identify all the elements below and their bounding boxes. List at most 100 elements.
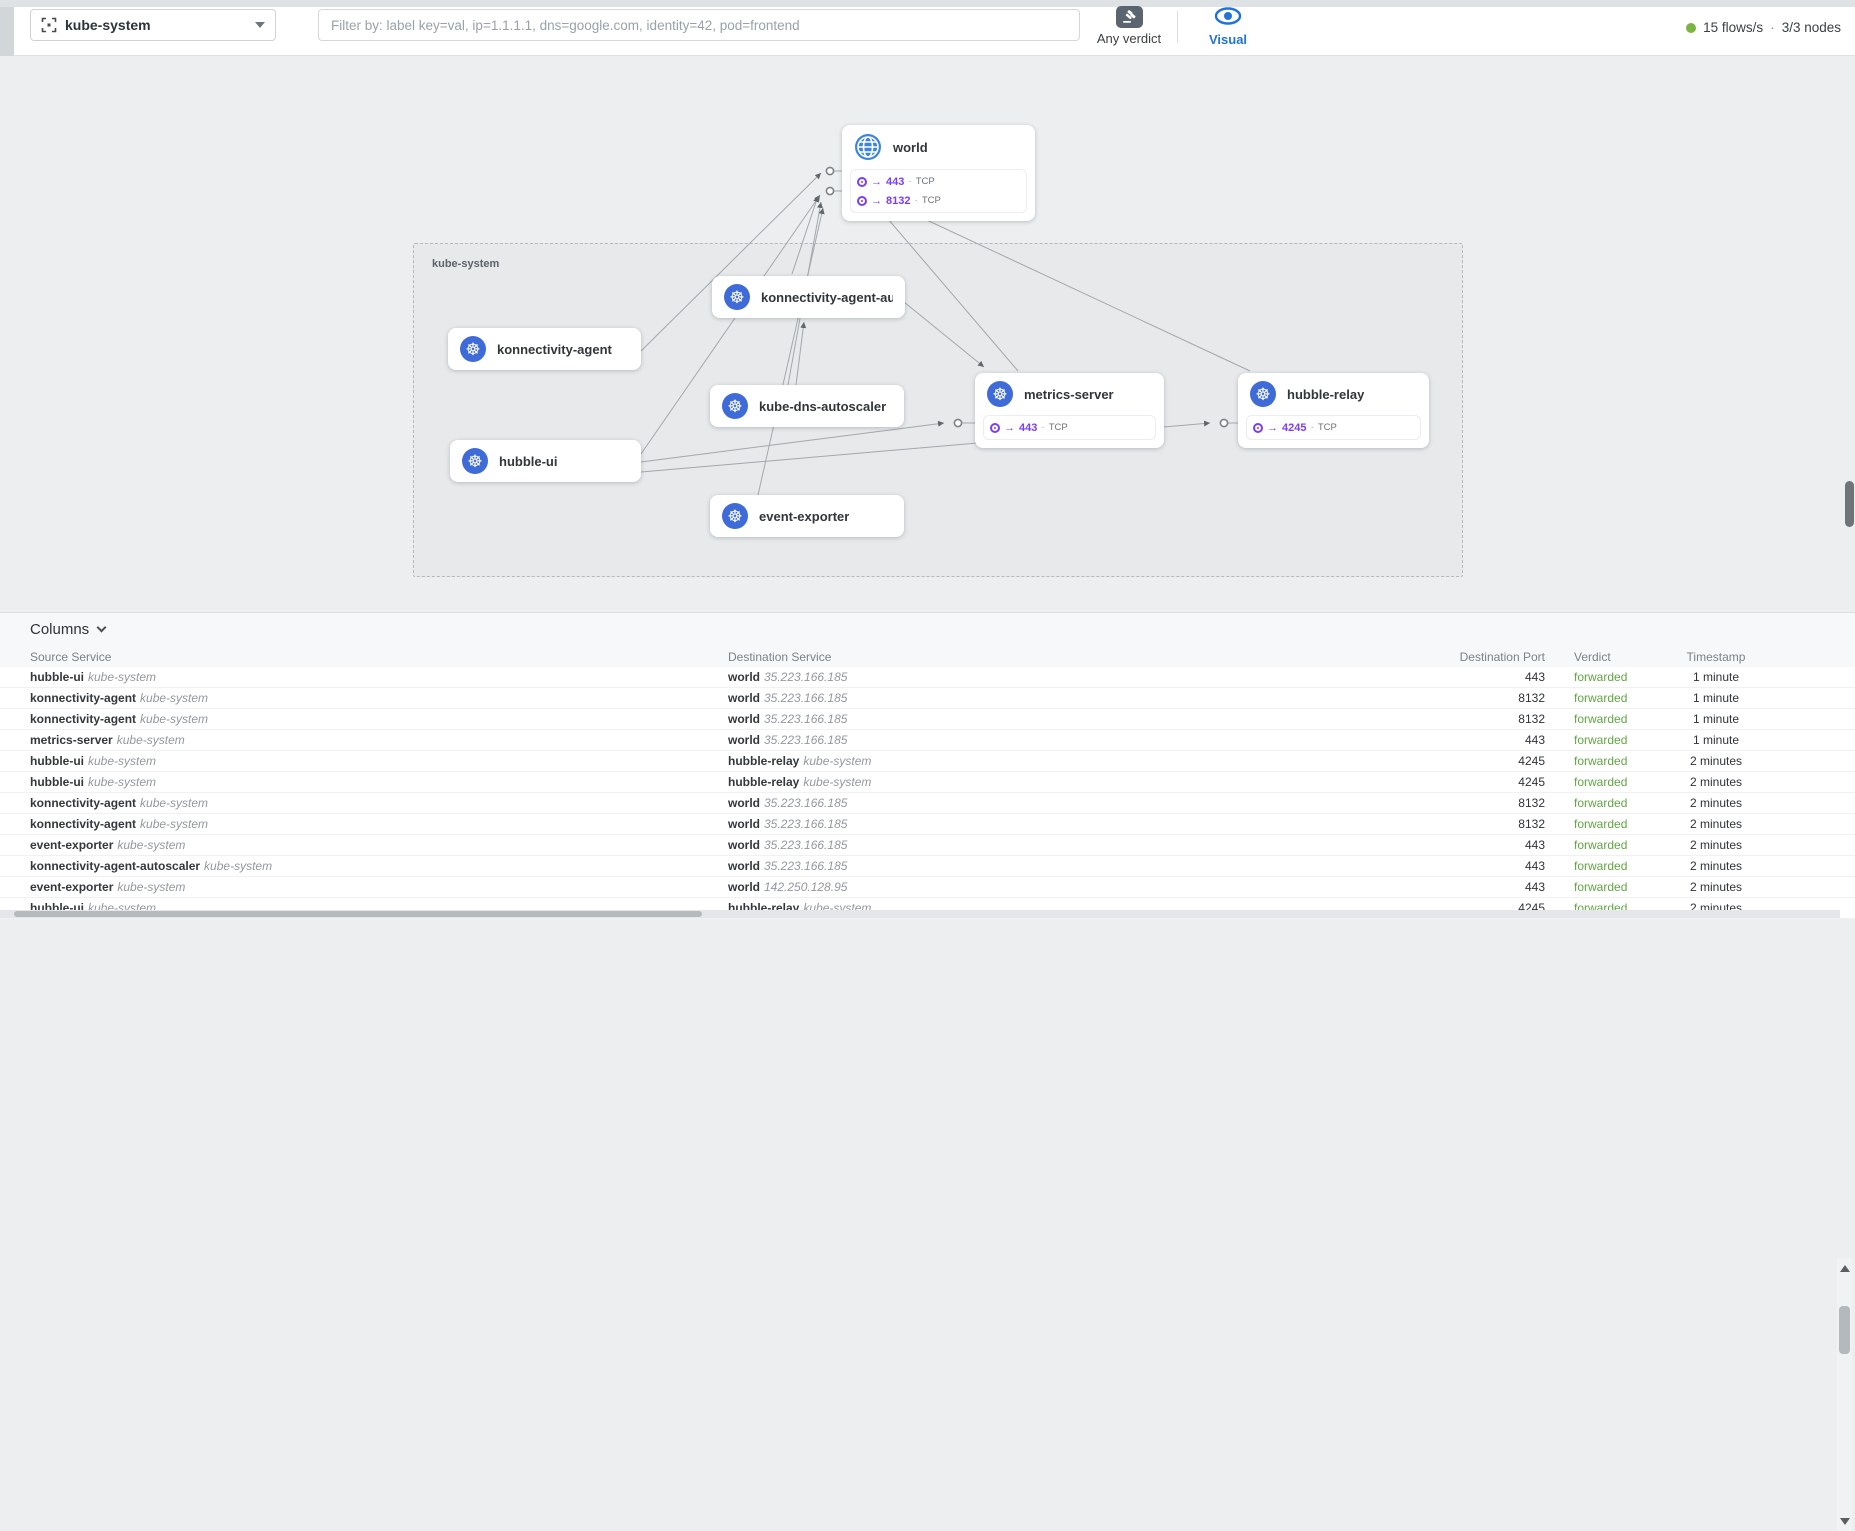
service-map: kube-system <box>0 56 1855 612</box>
node-world[interactable]: world → 443 · TCP → 8132 · TCP <box>842 125 1035 221</box>
node-title: hubble-relay <box>1287 386 1365 402</box>
node-title: konnectivity-agent-autosc… <box>761 289 893 305</box>
port-row[interactable]: → 443 · TCP <box>990 418 1149 437</box>
horizontal-scrollbar-thumb[interactable] <box>14 911 702 917</box>
endpoint-icon <box>990 422 1000 433</box>
eye-icon <box>1214 7 1242 25</box>
cell-port: 443 <box>1524 733 1545 747</box>
header-source-service: Source Service <box>30 649 112 664</box>
flows-table-header: Source Service Destination Service Desti… <box>0 646 1855 667</box>
visual-view-button[interactable]: Visual <box>1198 6 1258 47</box>
port-separator: · <box>1310 422 1314 433</box>
cell-timestamp: 1 minute <box>1692 733 1740 747</box>
node-kube-dns-autoscaler[interactable]: ☸ kube-dns-autoscaler <box>710 385 904 427</box>
cell-timestamp: 1 minute <box>1692 712 1740 726</box>
node-title: world <box>893 139 928 155</box>
window-edge <box>0 7 14 56</box>
verdict-filter-label: Any verdict <box>1096 31 1162 46</box>
cell-timestamp: 1 minute <box>1692 691 1740 705</box>
nodes-status: 3/3 nodes <box>1781 20 1841 35</box>
namespace-select[interactable]: kube-system <box>30 9 276 41</box>
cell-port: 443 <box>1524 880 1545 894</box>
visual-view-label: Visual <box>1208 32 1248 47</box>
flows-scrollbar[interactable] <box>1837 1258 1852 1531</box>
node-konnectivity-agent[interactable]: ☸ konnectivity-agent <box>448 328 641 370</box>
node-ports: → 4245 · TCP <box>1246 415 1421 440</box>
globe-icon <box>855 134 881 160</box>
kubernetes-icon: ☸ <box>460 336 486 362</box>
scroll-up-icon[interactable] <box>1840 1265 1850 1272</box>
toolbar-divider <box>1177 11 1178 43</box>
columns-dropdown[interactable]: Columns <box>0 613 1855 646</box>
kubernetes-icon: ☸ <box>1250 381 1276 407</box>
horizontal-scrollbar[interactable] <box>0 910 1840 918</box>
cell-timestamp: 2 minutes <box>1689 775 1743 789</box>
flow-edges <box>640 166 1251 496</box>
node-title: konnectivity-agent <box>497 341 612 357</box>
node-metrics-server[interactable]: ☸ metrics-server → 443 · TCP <box>975 373 1164 448</box>
cell-port: 8132 <box>1518 817 1545 831</box>
node-hubble-ui[interactable]: ☸ hubble-ui <box>450 440 641 482</box>
node-ports: → 443 · TCP <box>983 415 1156 440</box>
cell-timestamp: 2 minutes <box>1689 880 1743 894</box>
flow-filter-input[interactable] <box>318 9 1080 41</box>
cell-port: 4245 <box>1518 754 1545 768</box>
scroll-down-icon[interactable] <box>1840 1518 1850 1525</box>
node-konnectivity-agent-autoscaler[interactable]: ☸ konnectivity-agent-autosc… <box>712 276 905 318</box>
namespace-value: kube-system <box>65 17 151 33</box>
cell-verdict: forwarded <box>1574 670 1628 684</box>
page-scrollbar-thumb[interactable] <box>1845 481 1854 527</box>
port-protocol: TCP <box>921 195 941 206</box>
port-separator: · <box>1041 422 1045 433</box>
port-separator: · <box>914 195 918 206</box>
cell-verdict: forwarded <box>1574 880 1628 894</box>
endpoint-icon <box>857 195 867 206</box>
port-number: 443 <box>886 175 905 188</box>
node-hubble-relay[interactable]: ☸ hubble-relay → 4245 · TCP <box>1238 373 1429 448</box>
arrow-icon: → <box>871 194 882 207</box>
verdict-filter-button[interactable]: Any verdict <box>1085 6 1173 46</box>
header-destination-service: Destination Service <box>728 649 832 664</box>
port-row[interactable]: → 4245 · TCP <box>1253 418 1414 437</box>
cell-port: 8132 <box>1518 691 1545 705</box>
flows-scrollbar-thumb[interactable] <box>1839 1306 1850 1354</box>
cell-port: 8132 <box>1518 712 1545 726</box>
arrow-icon: → <box>1004 421 1015 434</box>
cell-verdict: forwarded <box>1574 859 1628 873</box>
port-row[interactable]: → 8132 · TCP <box>857 191 1020 210</box>
status-dot-icon <box>1686 22 1697 33</box>
port-number: 4245 <box>1282 421 1307 434</box>
node-ports: → 443 · TCP → 8132 · TCP <box>850 169 1027 213</box>
window-top-strip <box>0 0 1855 7</box>
cell-verdict: forwarded <box>1574 733 1628 747</box>
arrow-icon: → <box>1267 421 1278 434</box>
arrow-icon: → <box>871 175 882 188</box>
node-event-exporter[interactable]: ☸ event-exporter <box>710 495 904 537</box>
node-title: hubble-ui <box>499 453 558 469</box>
cell-timestamp: 2 minutes <box>1689 754 1743 768</box>
port-row[interactable]: → 443 · TCP <box>857 172 1020 191</box>
chevron-down-icon <box>255 22 265 28</box>
header-verdict: Verdict <box>1574 649 1611 664</box>
cell-verdict: forwarded <box>1574 712 1628 726</box>
cell-timestamp: 2 minutes <box>1689 859 1743 873</box>
